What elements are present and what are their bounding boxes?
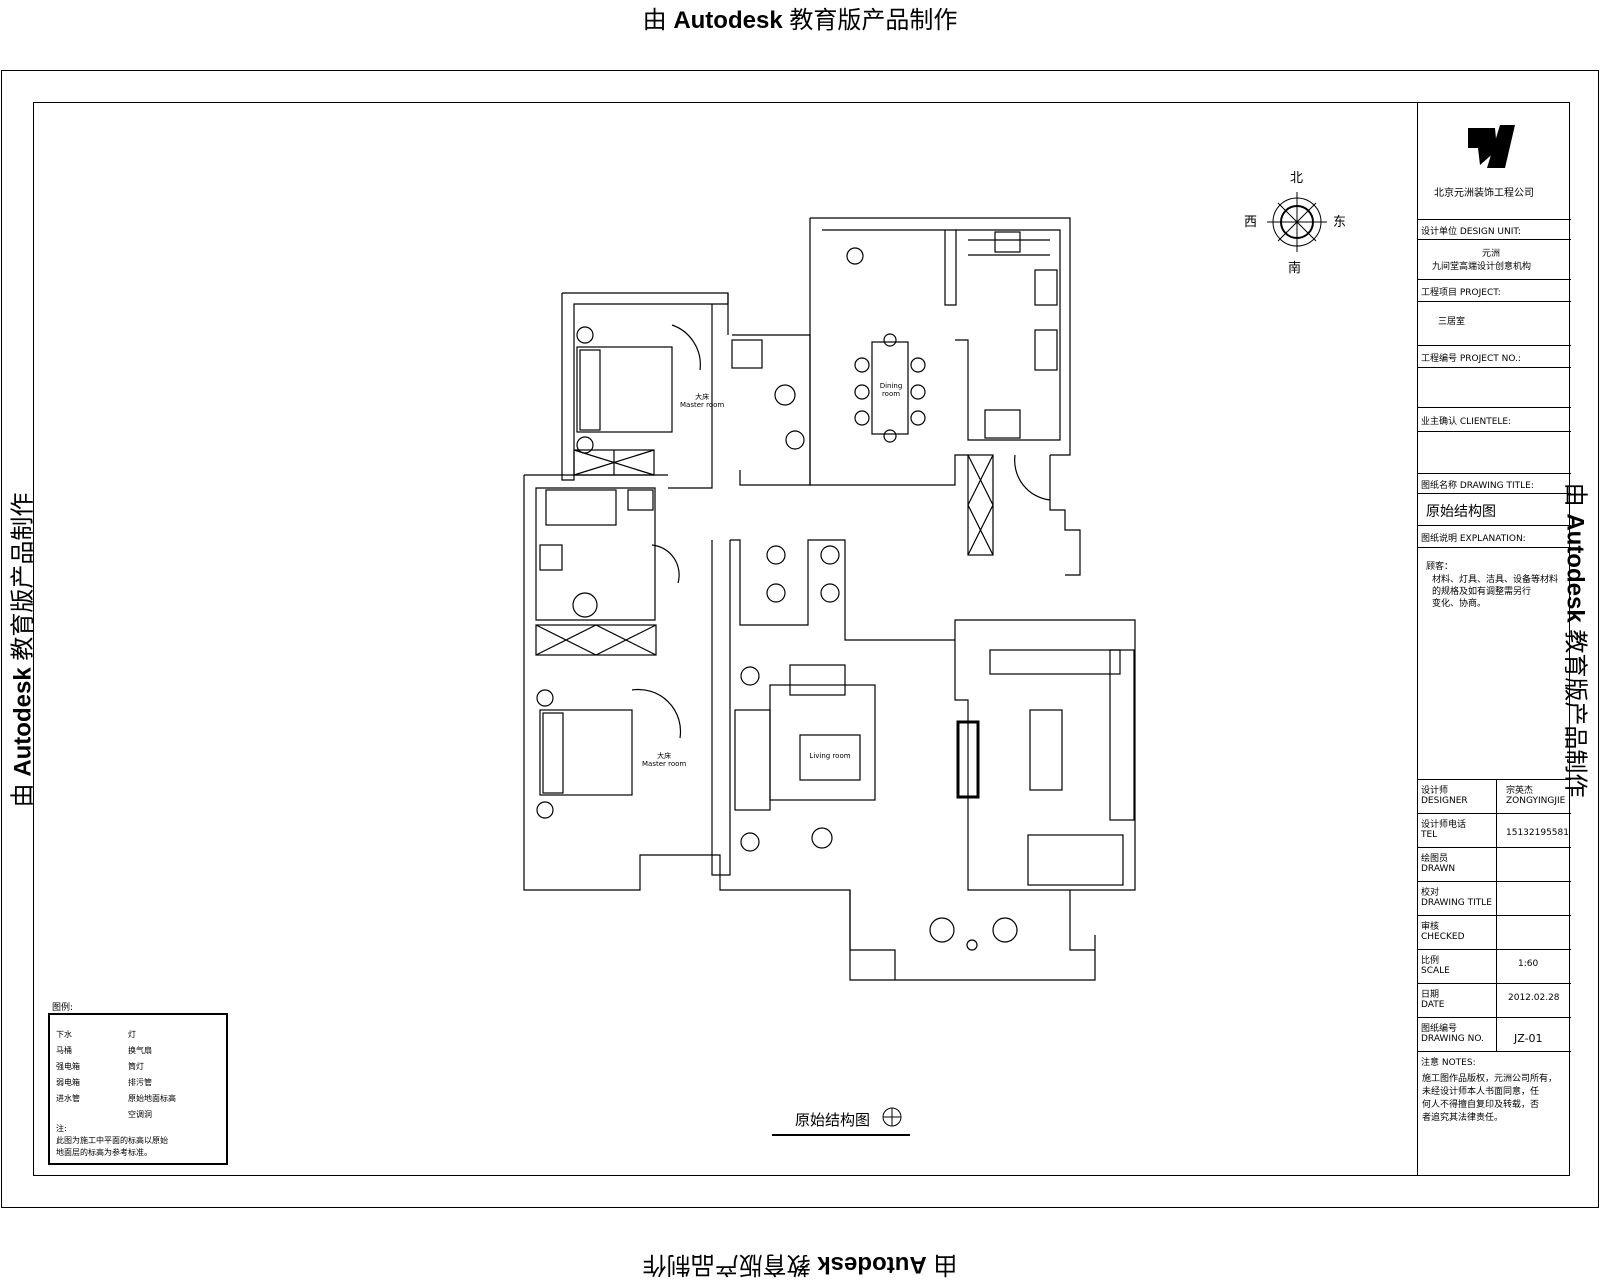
project-value: 三居室	[1438, 317, 1466, 327]
notes-label: 注意 NOTES:	[1421, 1058, 1476, 1068]
drawn-label-en: DRAWN	[1421, 864, 1456, 874]
legend-box: 下水 灯 马桶 换气扇 强电箱 筒灯 弱电箱 排污管 进水管 原始地面标高 空调…	[48, 1013, 228, 1165]
legend-note-label: 注:	[56, 1124, 67, 1133]
legend-item: 空调洞	[128, 1110, 152, 1119]
design-unit-line2: 九间堂高端设计创意机构	[1432, 262, 1532, 272]
compass-east-label: 东	[1333, 215, 1347, 230]
project-no-label: 工程编号 PROJECT NO.:	[1421, 354, 1521, 364]
client-label: 业主确认 CLIENTELE:	[1421, 417, 1512, 427]
inner-border	[33, 102, 1570, 1176]
review-label-en: CHECKED	[1421, 932, 1465, 942]
legend-item: 换气扇	[128, 1046, 152, 1055]
tel-label-en: TEL	[1421, 830, 1438, 840]
caption-symbol	[882, 1107, 902, 1127]
legend-item: 马桶	[56, 1046, 72, 1055]
drawn-label: 绘图员	[1421, 854, 1449, 864]
design-unit-label: 设计单位 DESIGN UNIT:	[1421, 227, 1521, 237]
legend-item: 下水	[56, 1030, 72, 1039]
check-label: 校对	[1421, 888, 1440, 898]
legend-note-line: 此图为施工中平面的标高以原始	[56, 1136, 168, 1145]
compass-north-label: 北	[1290, 171, 1304, 186]
company-logo	[1468, 125, 1515, 168]
design-unit-line1: 元洲	[1482, 249, 1501, 259]
scale-value: 1:60	[1518, 959, 1539, 969]
explanation-line: 变化、协商。	[1432, 599, 1487, 609]
compass-west-label: 西	[1244, 215, 1258, 230]
designer-name: 宗英杰	[1506, 786, 1534, 796]
scale-label-en: SCALE	[1421, 966, 1450, 976]
outer-border	[1, 70, 1599, 1208]
title-block: 北京元洲装饰工程公司 设计单位 DESIGN UNIT: 元洲 九间堂高端设计创…	[1417, 102, 1571, 1176]
date-label-en: DATE	[1421, 1000, 1445, 1010]
designer-label-en: DESIGNER	[1421, 796, 1468, 806]
drawing-title-label: 图纸名称 DRAWING TITLE:	[1421, 481, 1534, 491]
tel-label: 设计师电话	[1421, 820, 1467, 830]
drawing-no-value: JZ-01	[1514, 1032, 1543, 1045]
legend-item: 灯	[128, 1030, 136, 1039]
review-label: 审核	[1421, 922, 1440, 932]
designer-name-en: ZONGYINGJIE	[1506, 796, 1566, 806]
explanation-label: 图纸说明 EXPLANATION:	[1421, 534, 1526, 544]
notes-line: 未经设计师本人书面同意，任	[1422, 1087, 1540, 1097]
compass-rose	[1267, 192, 1327, 252]
legend-item: 筒灯	[128, 1062, 144, 1071]
legend-item: 进水管	[56, 1094, 80, 1103]
notes-line: 者追究其法律责任。	[1422, 1113, 1504, 1123]
check-label-en: DRAWING TITLE	[1421, 898, 1492, 908]
legend-title: 图例:	[52, 1003, 74, 1013]
explanation-line: 顾客：	[1426, 562, 1454, 572]
watermark-top: 由 Autodesk 教育版产品制作	[642, 7, 958, 34]
drawing-title-value: 原始结构图	[1426, 504, 1496, 520]
date-value: 2012.02.28	[1508, 993, 1560, 1003]
date-label: 日期	[1421, 990, 1440, 1000]
notes-line: 何人不得擅自复印及转载，否	[1422, 1100, 1540, 1110]
notes-line: 施工图作品版权，元洲公司所有，	[1422, 1074, 1558, 1084]
legend-item: 原始地面标高	[128, 1094, 176, 1103]
company-name: 北京元洲装饰工程公司	[1434, 188, 1534, 199]
legend-item: 排污管	[128, 1078, 152, 1087]
plan-caption: 原始结构图	[795, 1111, 871, 1129]
drawing-no-label: 图纸编号	[1421, 1024, 1458, 1034]
legend-item: 弱电箱	[56, 1078, 80, 1087]
project-label: 工程项目 PROJECT:	[1421, 288, 1501, 298]
legend-note-line: 地面层的标高为参考标准。	[56, 1148, 152, 1157]
scale-label: 比例	[1421, 956, 1440, 966]
explanation-line: 的规格及如有调整需另行	[1432, 587, 1532, 597]
room-label-dining: Dining room	[879, 382, 903, 398]
explanation-line: 材料、灯具、洁具、设备等材料	[1432, 575, 1559, 585]
title-block-divider	[1496, 780, 1497, 1052]
compass-south-label: 南	[1288, 261, 1302, 276]
tel-value: 15132195581	[1506, 828, 1569, 838]
drawing-no-label-en: DRAWING NO.	[1421, 1034, 1484, 1044]
designer-label: 设计师	[1421, 786, 1449, 796]
room-label-living: Living room	[809, 752, 851, 760]
legend-item: 强电箱	[56, 1062, 80, 1071]
